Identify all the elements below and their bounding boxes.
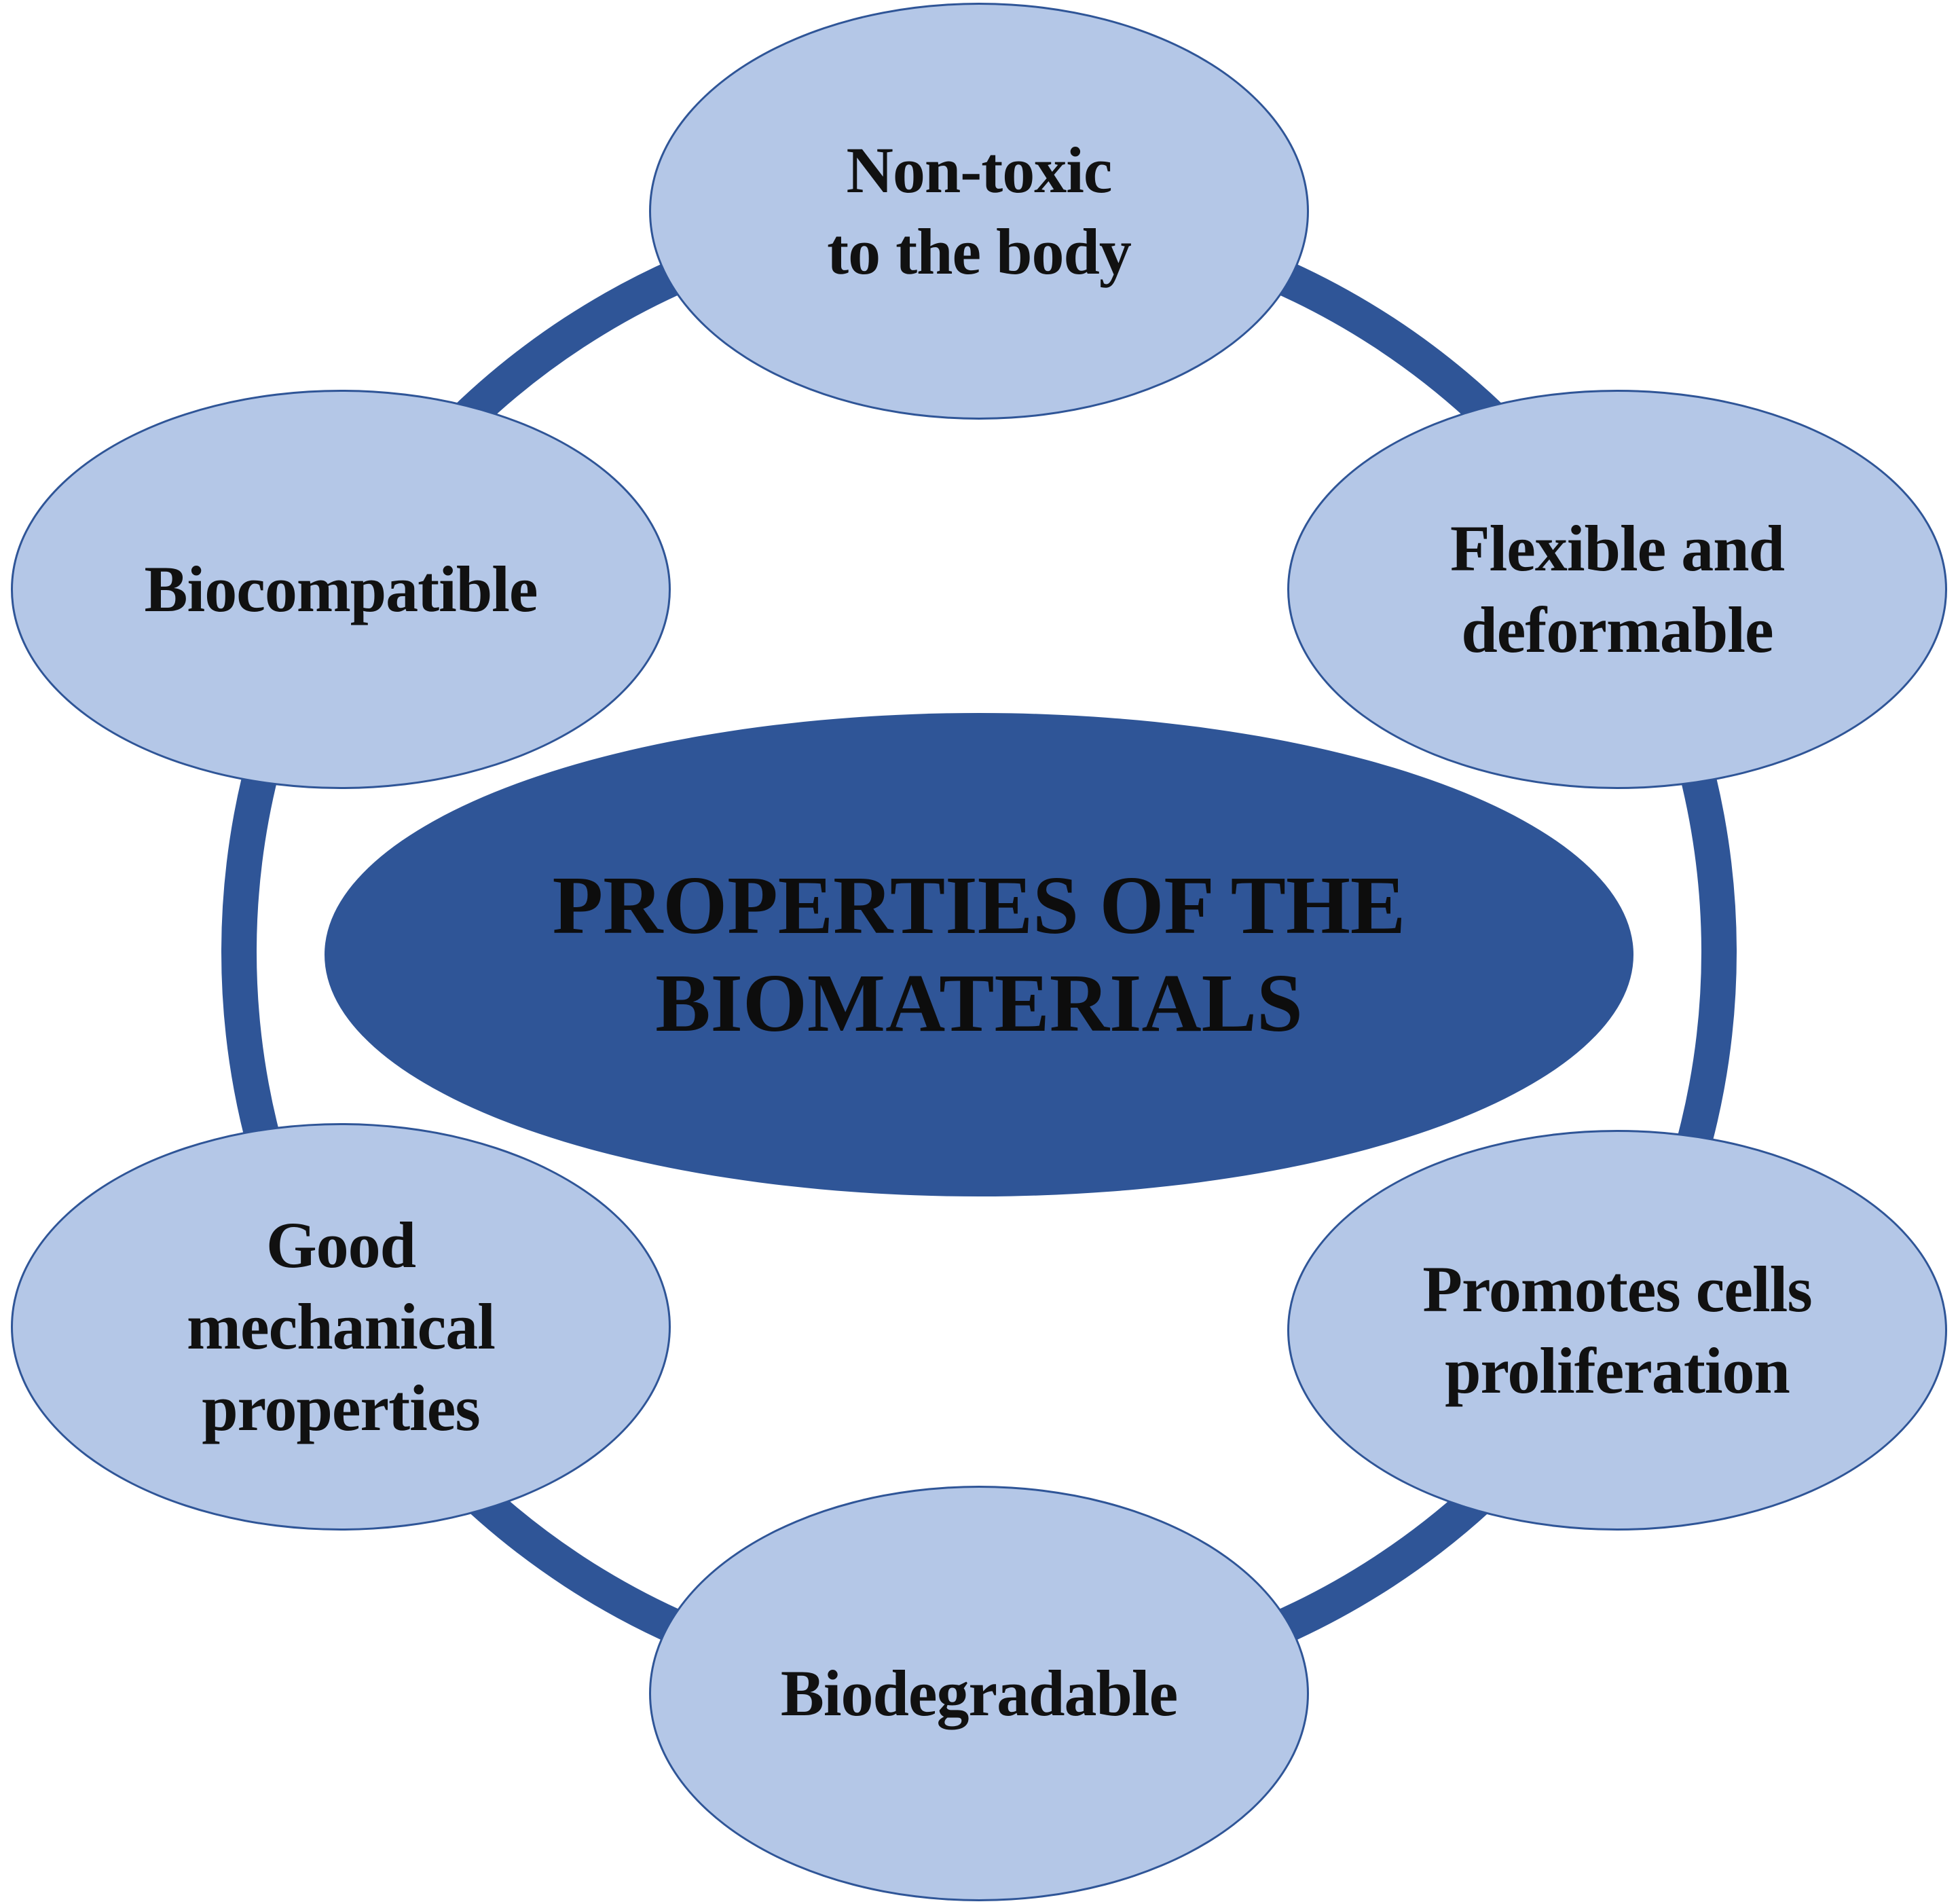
node-biodegradable: Biodegradable bbox=[649, 1486, 1309, 1901]
node-flexible-line2: deformable bbox=[1461, 593, 1773, 666]
node-non-toxic-line1: Non-toxic bbox=[846, 134, 1113, 206]
node-mechanical-line3: properties bbox=[202, 1372, 480, 1444]
center-ellipse: PROPERTIES OF THE BIOMATERIALS bbox=[325, 713, 1633, 1196]
node-promotes-label: Promotes cells proliferation bbox=[1422, 1249, 1812, 1412]
node-flexible-label: Flexible and deformable bbox=[1449, 508, 1785, 671]
node-non-toxic-label: Non-toxic to the body bbox=[827, 130, 1132, 293]
node-promotes: Promotes cells proliferation bbox=[1287, 1130, 1947, 1531]
node-biocompatible-line1: Biocompatible bbox=[144, 553, 538, 625]
node-biodegradable-label: Biodegradable bbox=[780, 1653, 1178, 1734]
node-mechanical-line1: Good bbox=[265, 1209, 416, 1281]
node-non-toxic-line2: to the body bbox=[827, 215, 1132, 288]
node-flexible: Flexible and deformable bbox=[1287, 390, 1947, 789]
node-biocompatible-label: Biocompatible bbox=[145, 549, 538, 630]
center-title-line1: PROPERTIES OF THE bbox=[552, 860, 1406, 951]
center-title: PROPERTIES OF THE BIOMATERIALS bbox=[553, 857, 1406, 1052]
node-mechanical-label: Good mechanical properties bbox=[187, 1205, 496, 1449]
node-flexible-line1: Flexible and bbox=[1449, 512, 1785, 585]
center-title-line2: BIOMATERIALS bbox=[655, 957, 1303, 1049]
node-promotes-line2: proliferation bbox=[1445, 1334, 1790, 1407]
node-mechanical: Good mechanical properties bbox=[11, 1123, 671, 1531]
node-promotes-line1: Promotes cells bbox=[1422, 1253, 1812, 1325]
node-biodegradable-line1: Biodegradable bbox=[780, 1657, 1178, 1729]
node-biocompatible: Biocompatible bbox=[11, 390, 671, 789]
node-mechanical-line2: mechanical bbox=[187, 1290, 496, 1363]
node-non-toxic: Non-toxic to the body bbox=[649, 3, 1309, 420]
